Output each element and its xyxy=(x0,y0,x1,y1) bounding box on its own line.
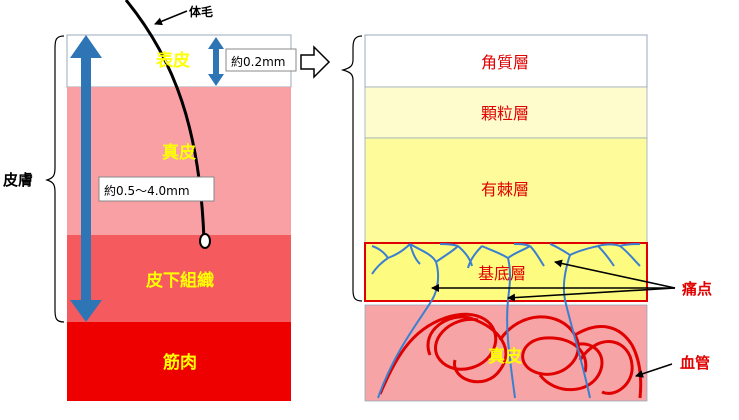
skin-label: 皮膚 xyxy=(3,171,33,189)
pain-points-label: 痛点 xyxy=(681,280,712,298)
epidermis-bracket xyxy=(340,35,363,302)
hair-root xyxy=(199,233,211,249)
right-dermis-label: 真皮 xyxy=(488,346,522,367)
muscle-layer xyxy=(67,322,291,401)
dermis-thickness-box xyxy=(98,176,215,202)
corneum-layer xyxy=(364,34,648,88)
skin-bracket xyxy=(45,35,65,323)
basale-label: 基底層 xyxy=(478,264,526,283)
pain-point-arrows xyxy=(431,259,676,302)
blood-vessel-arrow xyxy=(635,363,673,378)
subcutaneous-layer xyxy=(67,235,291,322)
spinosum-label: 有棘層 xyxy=(481,180,529,199)
granulosum-layer xyxy=(364,86,648,139)
muscle-label: 筋肉 xyxy=(162,352,197,373)
epidermis-thickness-arrow xyxy=(208,37,224,86)
subcutaneous-label: 皮下組織 xyxy=(146,270,214,291)
corneum-label: 角質層 xyxy=(481,53,529,72)
nerve-fibers xyxy=(371,243,641,399)
dermis-label: 真皮 xyxy=(162,142,196,163)
granulosum-label: 顆粒層 xyxy=(481,104,529,123)
left-skin-column xyxy=(66,34,292,401)
dermis-thickness-arrow xyxy=(70,35,102,322)
hair-label: 体毛 xyxy=(189,4,213,19)
dermis-thickness-value: 約0.5～4.0mm xyxy=(104,183,190,198)
dermis-layer xyxy=(67,87,291,235)
blood-vessels xyxy=(378,312,643,399)
epidermis-label: 表皮 xyxy=(156,50,190,71)
blood-vessels-label: 血管 xyxy=(680,354,710,372)
zoom-arrow xyxy=(300,45,331,79)
hair-pointer-arrow xyxy=(154,10,188,26)
spinosum-layer xyxy=(364,137,648,244)
epidermis-thickness-value: 約0.2mm xyxy=(231,54,285,69)
epidermis-thickness-box xyxy=(225,48,297,72)
